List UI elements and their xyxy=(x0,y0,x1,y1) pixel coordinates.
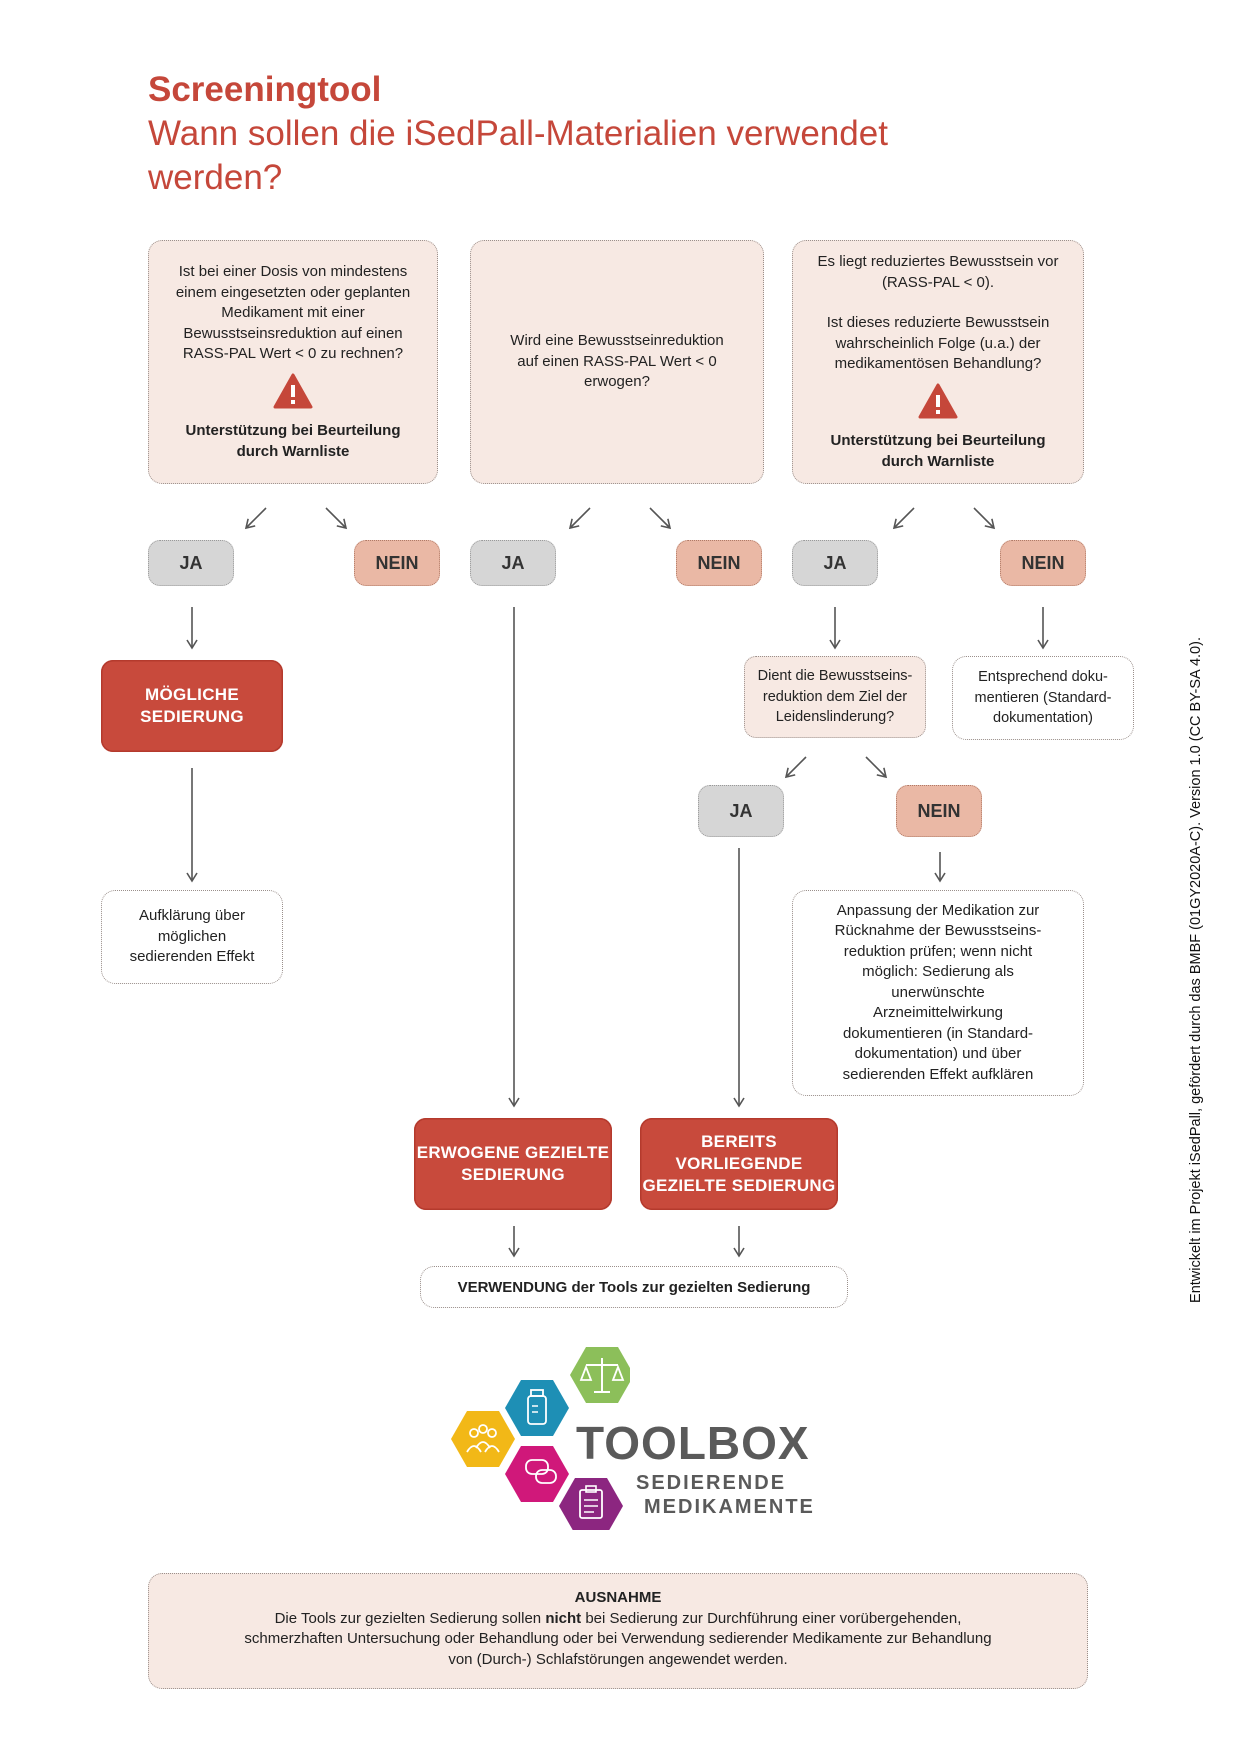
clipboard-icon xyxy=(559,1478,623,1530)
logo-subline-2: MEDIKAMENTE xyxy=(644,1496,815,1518)
answer-nein-q3: NEIN xyxy=(1000,540,1086,586)
toolbox-logo-hexagons xyxy=(451,1347,630,1530)
answer-ja-q4: JA xyxy=(698,785,784,837)
result-possible-sedation: MÖGLICHE SEDIERUNG xyxy=(101,660,283,752)
arrow-q2-nein xyxy=(649,507,672,530)
use-tools-bold: VERWENDUNG xyxy=(457,1278,568,1296)
support-text: Unterstützung bei Beurteilung durch Warn… xyxy=(830,432,1046,470)
note-text: Entsprechend doku-mentieren (Standard-do… xyxy=(974,669,1112,727)
logo-subline-1: SEDIERENDE xyxy=(636,1472,787,1494)
question-box-relief: Dient die Bewusstseins-reduktion dem Zie… xyxy=(744,656,926,738)
exception-box: AUSNAHME Die Tools zur gezielten Sedieru… xyxy=(148,1573,1088,1689)
arrow-q3-nein xyxy=(973,507,996,530)
exception-title: AUSNAHME xyxy=(574,1589,662,1606)
answer-nein-q4: NEIN xyxy=(896,785,982,837)
answer-nein-q1: NEIN xyxy=(354,540,440,586)
question-text: Ist bei einer Dosis von mindestens einem… xyxy=(175,263,411,362)
warning-icon xyxy=(273,373,313,416)
note-text: Anpassung der Medikation zur Rücknahme d… xyxy=(834,901,1042,1083)
page-subtitle: Wann sollen die iSedPall-Materialien ver… xyxy=(148,114,888,197)
arrow-q2-ja xyxy=(568,507,591,530)
exception-text-after: bei Sedierung zur Durchführung einer vor… xyxy=(244,1609,992,1668)
use-tools-box: VERWENDUNG der Tools zur gezielten Sedie… xyxy=(420,1266,848,1308)
people-icon xyxy=(451,1411,515,1467)
answer-ja-q1: JA xyxy=(148,540,234,586)
note-text: Aufklärung über möglichen sedierenden Ef… xyxy=(129,907,255,966)
exception-body: Die Tools zur gezielten Sedierung sollen… xyxy=(149,1609,1087,1671)
answer-ja-q3: JA xyxy=(792,540,878,586)
question-text-b: Ist dieses reduzierte Bewusstsein wahrsc… xyxy=(826,314,1050,372)
question-text-a: Es liegt reduziertes Bewusstsein vor (RA… xyxy=(817,253,1059,291)
note-document: Entsprechend doku-mentieren (Standard-do… xyxy=(952,656,1134,740)
result-considered-sedation: ERWOGENE GEZIELTE SEDIERUNG xyxy=(414,1118,612,1210)
answer-nein-q2: NEIN xyxy=(676,540,762,586)
arrow-q1-nein xyxy=(325,507,348,530)
warning-icon xyxy=(918,383,958,426)
question-box-considered: Wird eine Bewusstseinreduktion auf einen… xyxy=(470,240,764,484)
result-existing-sedation: BEREITS VORLIEGENDE GEZIELTE SEDIERUNG xyxy=(640,1118,838,1210)
arrow-q4-ja xyxy=(784,756,807,779)
support-text: Unterstützung bei Beurteilung durch Warn… xyxy=(185,422,401,460)
question-text: Wird eine Bewusstseinreduktion auf einen… xyxy=(510,332,724,391)
question-text: Dient die Bewusstseins-reduktion dem Zie… xyxy=(757,668,913,726)
arrow-q3-ja xyxy=(892,507,915,530)
question-box-reduced: Es liegt reduziertes Bewusstsein vor (RA… xyxy=(792,240,1084,484)
note-inform: Aufklärung über möglichen sedierenden Ef… xyxy=(101,890,283,984)
page-title: Screeningtool xyxy=(148,70,382,109)
medication-bottle-icon xyxy=(505,1380,569,1436)
arrow-q4-nein xyxy=(865,756,888,779)
scales-icon xyxy=(570,1347,630,1403)
arrow-q1-ja xyxy=(244,507,267,530)
exception-text-bold: nicht xyxy=(545,1609,582,1627)
side-note: Entwickelt im Projekt iSedPall, geförder… xyxy=(1188,637,1204,1303)
exception-text-before: Die Tools zur gezielten Sedierung sollen xyxy=(274,1609,542,1627)
answer-ja-q2: JA xyxy=(470,540,556,586)
speech-bubbles-icon xyxy=(505,1446,569,1502)
logo-wordmark: TOOLBOX xyxy=(576,1417,810,1469)
question-box-dose: Ist bei einer Dosis von mindestens einem… xyxy=(148,240,438,484)
use-tools-rest: der Tools zur gezielten Sedierung xyxy=(571,1278,811,1296)
note-adjust-medication: Anpassung der Medikation zur Rücknahme d… xyxy=(792,890,1084,1096)
